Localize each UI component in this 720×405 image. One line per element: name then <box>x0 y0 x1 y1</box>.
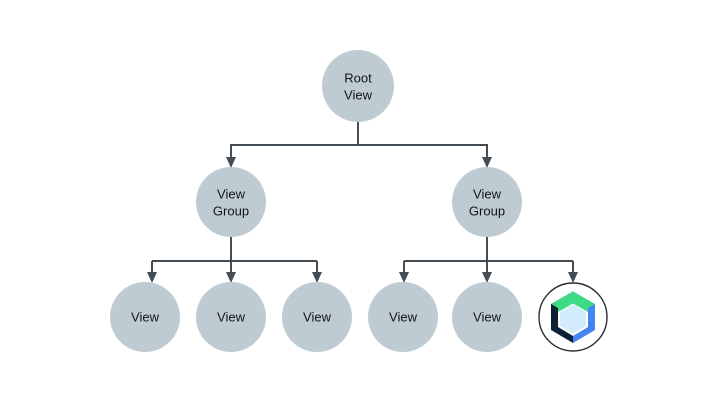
node-view-group-right-circle[interactable] <box>452 167 522 237</box>
node-view-5[interactable]: View <box>452 282 522 352</box>
node-view-4-circle[interactable] <box>368 282 438 352</box>
node-view-4[interactable]: View <box>368 282 438 352</box>
compose-logo-inner-hexagon <box>560 304 586 334</box>
arrow-head-compose-node <box>568 272 578 283</box>
arrow-head-view-4 <box>399 272 409 283</box>
edge-root-to-viewgroup-right <box>358 144 488 159</box>
node-root-view[interactable]: Root View <box>322 50 394 122</box>
node-view-2[interactable]: View <box>196 282 266 352</box>
node-view-1[interactable]: View <box>110 282 180 352</box>
node-view-group-left-circle[interactable] <box>196 167 266 237</box>
jetpack-compose-logo <box>551 291 595 343</box>
node-view-3-circle[interactable] <box>282 282 352 352</box>
node-root-view-circle[interactable] <box>322 50 394 122</box>
node-view-group-right[interactable]: View Group <box>452 167 522 237</box>
node-compose[interactable] <box>538 282 608 352</box>
node-view-5-circle[interactable] <box>452 282 522 352</box>
edge-group-right-viewgroup <box>399 237 578 283</box>
edge-root-to-viewgroup-left <box>230 122 359 159</box>
arrow-head-viewgroup-right <box>482 157 492 168</box>
compose-logo-top-face-inner <box>558 299 588 312</box>
node-view-2-circle[interactable] <box>196 282 266 352</box>
node-view-1-circle[interactable] <box>110 282 180 352</box>
arrow-head-view-2 <box>226 272 236 283</box>
compose-logo-top-face <box>551 291 595 308</box>
node-view-group-left[interactable]: View Group <box>196 167 266 237</box>
edge-group-root <box>226 122 492 168</box>
node-view-3[interactable]: View <box>282 282 352 352</box>
arrow-head-view-1 <box>147 272 157 283</box>
edge-group-left-viewgroup <box>147 237 322 283</box>
arrow-head-view-3 <box>312 272 322 283</box>
arrow-head-view-5 <box>482 272 492 283</box>
arrow-head-viewgroup-left <box>226 157 236 168</box>
